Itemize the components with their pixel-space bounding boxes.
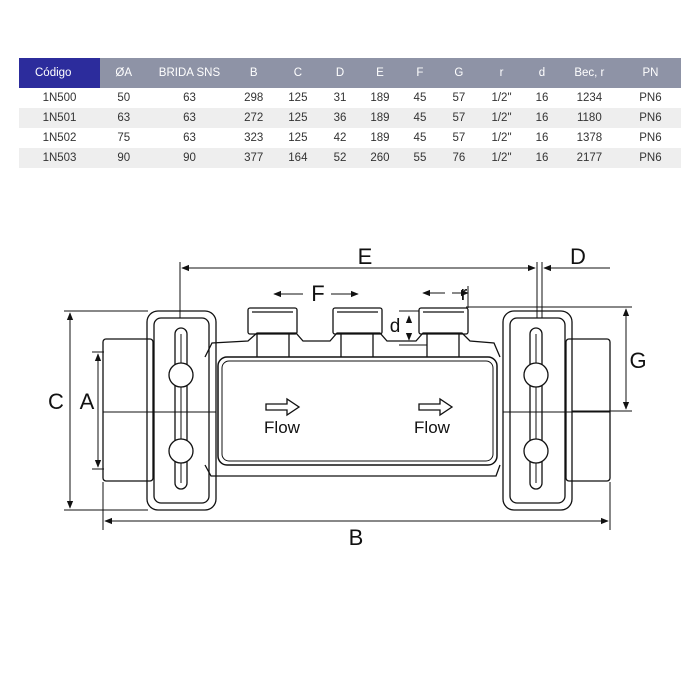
- table-cell: 63: [147, 108, 232, 128]
- table-cell: PN6: [639, 92, 662, 104]
- top-port-center: [332, 307, 383, 357]
- table-cell: 125: [288, 92, 308, 104]
- top-port-left: [247, 307, 298, 357]
- dimensions-table: Código ØA BRIDA SNS B C D E F G r d Bec,…: [19, 58, 681, 168]
- header-b: B: [231, 58, 276, 88]
- table-cell: 45: [413, 132, 427, 144]
- table-cell: 57: [452, 132, 466, 144]
- table-row: 1N500 50 63 298 125 31 189 45 57 1/2" 16…: [19, 88, 681, 108]
- table-cell: PN6: [639, 132, 662, 144]
- header-codigo: Código: [19, 58, 101, 88]
- table-cell: 16: [525, 148, 559, 168]
- table-cell: 298: [244, 92, 264, 104]
- table-cell: 45: [413, 92, 427, 104]
- table-cell: 52: [319, 148, 360, 168]
- table-cell: 1/2": [477, 148, 526, 168]
- table-cell: PN6: [619, 148, 681, 168]
- table-cell: 63: [183, 92, 196, 104]
- header-d-upper: D: [319, 58, 360, 88]
- dim-label-d-lower: d: [390, 316, 401, 337]
- table-cell: PN6: [619, 108, 681, 128]
- table-cell: 1/2": [491, 132, 512, 144]
- flow-label-left: Flow: [264, 418, 301, 437]
- table-cell: 189: [370, 92, 390, 104]
- flow-arrow-right-icon: [418, 397, 454, 417]
- header-g: G: [439, 58, 478, 88]
- table-cell: 164: [275, 148, 320, 168]
- left-union: [102, 310, 217, 511]
- dim-label-b: B: [349, 525, 364, 550]
- table-cell: 125: [288, 132, 308, 144]
- table-cell: 42: [333, 132, 347, 144]
- table-cell: 75: [117, 132, 131, 144]
- header-bec-r: Bec, r: [558, 58, 620, 88]
- table-cell: 1180: [558, 108, 620, 128]
- table-row: 1N502 75 63 323 125 42 189 45 57 1/2" 16…: [19, 128, 681, 148]
- dim-label-d-upper: D: [570, 244, 586, 269]
- collector-tube: [217, 356, 498, 466]
- header-r: r: [477, 58, 526, 88]
- flow-arrow-left-icon: [265, 397, 301, 417]
- table-header-row: Código ØA BRIDA SNS B C D E F G r d Bec,…: [19, 58, 681, 88]
- table-cell: 1N501: [19, 108, 101, 128]
- header-f: F: [399, 58, 440, 88]
- table-cell: 16: [525, 108, 559, 128]
- header-c: C: [275, 58, 320, 88]
- table-cell: 272: [231, 108, 276, 128]
- header-brida-sns: BRIDA SNS: [147, 58, 232, 88]
- dim-label-r: r: [461, 283, 468, 305]
- table-cell: 16: [535, 92, 549, 104]
- manifold-body: [204, 332, 501, 477]
- table-cell: 45: [399, 108, 440, 128]
- table-cell: 1234: [576, 92, 603, 104]
- table-cell: 1N500: [42, 92, 77, 104]
- table-cell: 2177: [558, 148, 620, 168]
- table-cell: 1N503: [19, 148, 101, 168]
- table-cell: 57: [439, 108, 478, 128]
- table-cell: 57: [452, 92, 466, 104]
- table-cell: 189: [359, 108, 400, 128]
- dim-label-e: E: [358, 244, 373, 269]
- table-cell: 63: [183, 132, 196, 144]
- table-cell: 260: [359, 148, 400, 168]
- table-row: 1N501 63 63 272 125 36 189 45 57 1/2" 16…: [19, 108, 681, 128]
- dim-label-c: C: [48, 389, 64, 414]
- header-e: E: [359, 58, 400, 88]
- dim-label-f: F: [311, 281, 324, 306]
- flow-label-right: Flow: [414, 418, 451, 437]
- table-cell: 323: [244, 132, 264, 144]
- table-cell: 55: [399, 148, 440, 168]
- table-cell: 36: [319, 108, 360, 128]
- table-cell: 189: [370, 132, 390, 144]
- header-diameter-a: ØA: [100, 58, 148, 88]
- header-d-lower: d: [525, 58, 559, 88]
- table-cell: 16: [535, 132, 549, 144]
- dim-label-a: A: [80, 389, 95, 414]
- header-pn: PN: [619, 58, 681, 88]
- table-cell: 1/2": [477, 108, 526, 128]
- table-cell: 125: [275, 108, 320, 128]
- table-cell: 90: [100, 148, 148, 168]
- dimension-lines: [64, 262, 632, 530]
- table-cell: 1N502: [42, 132, 77, 144]
- dim-label-g: G: [629, 348, 646, 373]
- table-cell: 90: [147, 148, 232, 168]
- table-cell: 31: [333, 92, 347, 104]
- table-cell: 377: [231, 148, 276, 168]
- table-cell: 50: [117, 92, 131, 104]
- table-row: 1N503 90 90 377 164 52 260 55 76 1/2" 16…: [19, 148, 681, 168]
- table-cell: 76: [439, 148, 478, 168]
- table-cell: 63: [100, 108, 148, 128]
- table-cell: 1378: [576, 132, 603, 144]
- table-cell: 1/2": [491, 92, 512, 104]
